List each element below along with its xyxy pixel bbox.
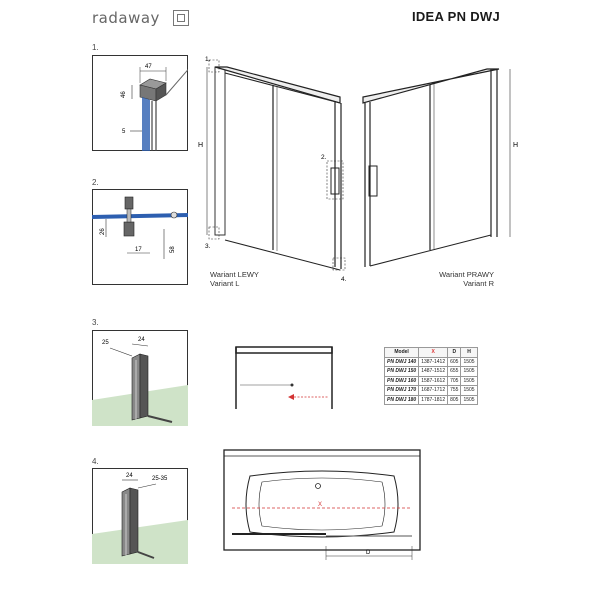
table-header: H bbox=[460, 347, 478, 358]
table-header: Model bbox=[383, 347, 420, 358]
handle-left bbox=[330, 167, 340, 195]
callout-3: 3. bbox=[205, 243, 211, 250]
brand-logo-text: radaway bbox=[92, 9, 160, 27]
bathtub-basin bbox=[245, 470, 399, 538]
dim-17: 17 bbox=[135, 247, 142, 253]
product-title: IDEA PN DWJ bbox=[411, 9, 500, 24]
callout-4: 4. bbox=[341, 276, 347, 283]
dim-46: 46 bbox=[121, 91, 127, 98]
d-label: D bbox=[366, 550, 371, 556]
plan-view-sliding bbox=[235, 346, 333, 409]
table-header: D bbox=[447, 347, 462, 358]
brand-logo-icon bbox=[173, 10, 189, 26]
callout-1: 1. bbox=[205, 56, 211, 63]
top-rail-right bbox=[362, 68, 500, 104]
handle-right bbox=[368, 165, 378, 197]
detail-2-handle-profile: 26 17 58 bbox=[92, 189, 188, 285]
dim-24: 24 bbox=[138, 337, 145, 343]
top-rail-left bbox=[214, 66, 341, 104]
dim-25-35: 25-35 bbox=[152, 476, 168, 482]
dim-58: 58 bbox=[170, 246, 176, 253]
detail-4-wall-profile: 24 25-35 bbox=[92, 468, 188, 564]
height-label-right: H bbox=[513, 142, 518, 149]
glass-pane bbox=[142, 97, 150, 151]
variant-right-label: Wariant PRAWY Variant R bbox=[439, 270, 494, 288]
table-header: X bbox=[418, 347, 449, 358]
detail-1-top-profile: 47 46 5 bbox=[92, 55, 188, 151]
main-elevation-drawing: H H 1. 2. 3. 4. bbox=[198, 56, 518, 283]
dim-5: 5 bbox=[122, 129, 126, 135]
callout-2: 2. bbox=[321, 154, 327, 161]
step-label-2: 2. bbox=[92, 178, 99, 187]
step-label-1: 1. bbox=[92, 43, 99, 52]
dim-24: 24 bbox=[126, 473, 133, 479]
bathtub-plan-drawing: X D bbox=[223, 449, 421, 560]
detail-3-wall-profile: 25 24 bbox=[92, 330, 188, 426]
x-label: X bbox=[318, 502, 322, 508]
step-label-4: 4. bbox=[92, 457, 99, 466]
height-label-left: H bbox=[198, 142, 203, 149]
variant-left-label: Wariant LEWY Variant L bbox=[210, 270, 259, 288]
floor-surface bbox=[92, 520, 188, 564]
dim-25: 25 bbox=[102, 340, 109, 346]
step-label-3: 3. bbox=[92, 318, 99, 327]
dim-26: 26 bbox=[100, 228, 106, 235]
dim-47: 47 bbox=[145, 64, 152, 70]
